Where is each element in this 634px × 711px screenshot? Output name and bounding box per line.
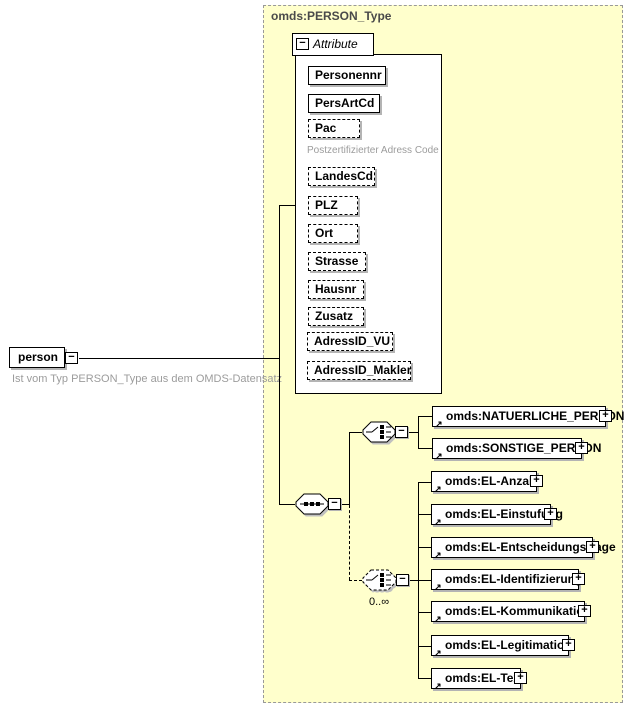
attribute-plz[interactable]: PLZ [308, 196, 358, 215]
element-reference-icon: ↗ [434, 648, 442, 658]
connector-root-to-type [79, 358, 279, 359]
element-el-entscheidungsfrage[interactable]: ↗ omds:EL-Entscheidungsfrage + [431, 537, 616, 560]
attribute-persartcd[interactable]: PersArtCd [308, 94, 380, 113]
element-el-anzahl[interactable]: ↗ omds:EL-Anzahl + [431, 471, 543, 494]
connector-to-attributes [279, 205, 295, 206]
cardinality-label: 0..∞ [369, 596, 390, 608]
element-el-kommunikation[interactable]: ↗ omds:EL-Kommunikation + [431, 601, 591, 624]
choice-icon [362, 421, 396, 443]
attributes-tab-label: Attribute [313, 37, 358, 51]
attribute-adressid-vu[interactable]: AdressID_VU [307, 332, 393, 351]
attribute-ort[interactable]: Ort [308, 224, 358, 243]
attribute-pac[interactable]: Pac [308, 119, 360, 138]
collapse-icon[interactable]: − [65, 352, 79, 364]
attribute-zusatz[interactable]: Zusatz [308, 307, 364, 326]
attribute-adressid-makler[interactable]: AdressID_Makler [307, 361, 411, 380]
element-el-legitimation[interactable]: ↗ omds:EL-Legitimation + [431, 635, 575, 658]
element-reference-icon: ↗ [434, 484, 442, 494]
connector-el-entscheidungsfrage-stub [418, 547, 431, 548]
connector-el-text-stub [418, 678, 431, 679]
element-reference-icon: ↗ [435, 451, 443, 461]
connector-to-sequence [279, 504, 295, 505]
element-el-identifizierung-label: omds:EL-Identifizierung [445, 572, 583, 586]
element-reference-icon: ↗ [435, 419, 443, 429]
attribute-pac-annotation: Postzertifizierter Adress Code [307, 145, 439, 156]
element-sonstige-person[interactable]: ↗ omds:SONSTIGE_PERSON + [432, 438, 601, 461]
expand-icon[interactable]: + [530, 475, 543, 487]
expand-icon[interactable]: + [572, 573, 585, 585]
attribute-personennr[interactable]: Personennr [308, 66, 386, 85]
connector-sonstige-stub [418, 448, 432, 449]
element-reference-icon: ↗ [434, 550, 442, 560]
connector-el-anzahl-stub [418, 482, 431, 483]
sequence-icon [295, 493, 329, 515]
connector-optional-vertical [349, 505, 350, 580]
element-el-anzahl-label: omds:EL-Anzahl [445, 474, 540, 488]
connector-branch-vertical [279, 205, 280, 505]
attribute-strasse[interactable]: Strasse [308, 252, 366, 271]
element-reference-icon: ↗ [434, 614, 442, 624]
connector-el-kommunikation-stub [418, 612, 431, 613]
connector-choice2-stub [349, 580, 362, 581]
connector-el-legitimation-stub [418, 646, 431, 647]
connector-el-einstufung-stub [418, 514, 431, 515]
element-el-einstufung-label: omds:EL-Einstufung [445, 507, 563, 521]
element-reference-icon: ↗ [434, 681, 442, 691]
choice-optional-icon [362, 569, 397, 591]
element-natuerliche-person[interactable]: ↗ omds:NATUERLICHE_PERSON + [432, 406, 624, 429]
element-person-annotation: Ist vom Typ PERSON_Type aus dem OMDS-Dat… [12, 373, 283, 385]
connector-natuerliche-stub [418, 416, 432, 417]
connector-choice1-stub [349, 432, 362, 433]
expand-icon[interactable]: + [562, 639, 575, 651]
element-reference-icon: ↗ [434, 582, 442, 592]
element-el-identifizierung[interactable]: ↗ omds:EL-Identifizierung + [431, 569, 585, 592]
element-el-entscheidungsfrage-label: omds:EL-Entscheidungsfrage [445, 540, 616, 554]
attribute-landescd[interactable]: LandesCd [308, 167, 375, 186]
element-sonstige-person-label: omds:SONSTIGE_PERSON [446, 441, 602, 455]
collapse-icon[interactable]: − [296, 38, 309, 50]
collapse-icon[interactable]: − [395, 426, 408, 438]
element-el-text-label: omds:EL-Text [445, 671, 525, 685]
attribute-hausnr[interactable]: Hausnr [308, 280, 364, 299]
expand-icon[interactable]: + [578, 605, 591, 617]
element-reference-icon: ↗ [434, 517, 442, 527]
collapse-icon[interactable]: − [396, 574, 409, 586]
element-el-legitimation-label: omds:EL-Legitimation [445, 638, 572, 652]
expand-icon[interactable]: + [599, 410, 612, 422]
element-person[interactable]: person − [9, 347, 79, 368]
element-el-text[interactable]: ↗ omds:EL-Text + [431, 668, 527, 691]
complex-type-title: omds:PERSON_Type [271, 9, 392, 23]
attributes-tab[interactable]: − Attribute [292, 33, 374, 56]
connector-choice2-out [408, 580, 418, 581]
element-el-einstufung[interactable]: ↗ omds:EL-Einstufung + [431, 504, 563, 527]
connector-persons-vertical [418, 416, 419, 449]
connector-el-identifizierung-stub [418, 580, 431, 581]
connector-choice1-out [408, 432, 418, 433]
collapse-icon[interactable]: − [328, 498, 341, 510]
expand-icon[interactable]: + [586, 541, 599, 553]
expand-icon[interactable]: + [575, 442, 588, 454]
expand-icon[interactable]: + [514, 672, 527, 684]
connector-sequence-out [341, 504, 349, 505]
connector-to-choice1 [349, 432, 350, 505]
element-natuerliche-person-label: omds:NATUERLICHE_PERSON [446, 409, 625, 423]
element-person-label: person [18, 350, 59, 364]
element-el-kommunikation-label: omds:EL-Kommunikation [445, 604, 591, 618]
expand-icon[interactable]: + [544, 508, 557, 520]
